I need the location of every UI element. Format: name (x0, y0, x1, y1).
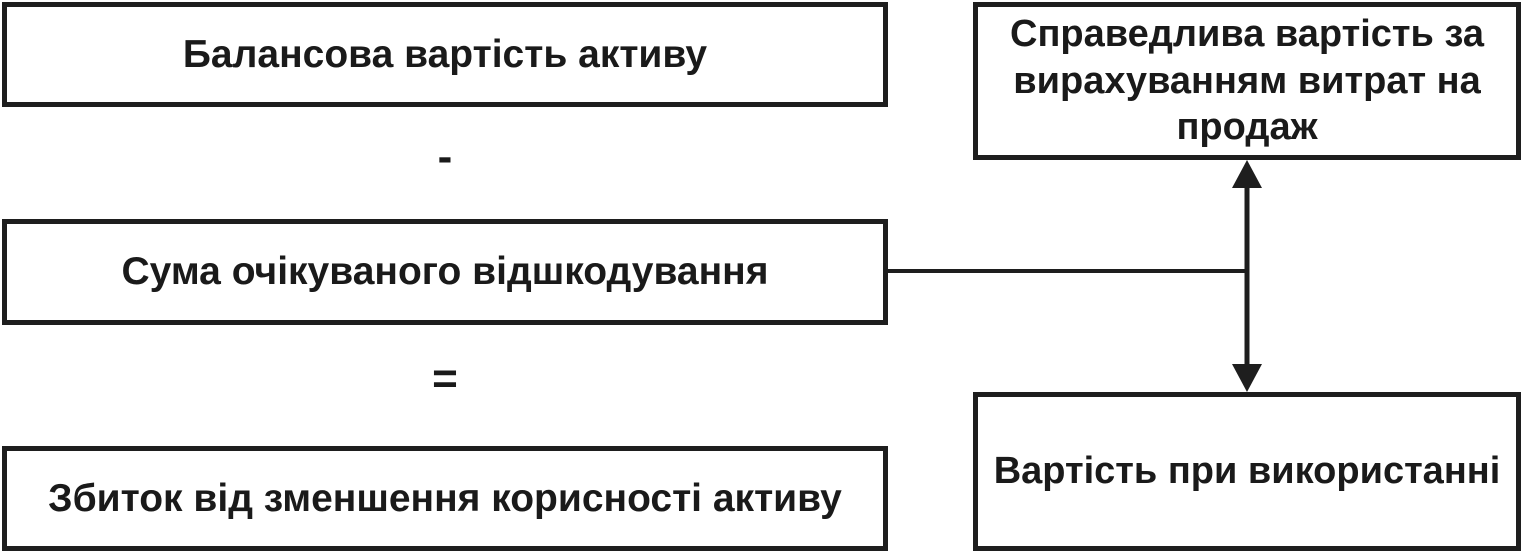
fair-value-label: Справедлива вартість за вирахуванням вит… (1010, 13, 1484, 149)
equals-operator: = (432, 354, 458, 403)
value-in-use-box: Вартість при використанні (973, 392, 1521, 551)
arrow-down-icon (1232, 364, 1262, 392)
fair-value-box: Справедлива вартість за вирахуванням вит… (973, 2, 1521, 160)
recoverable-amount-label: Сума очікуваного відшкодування (121, 250, 769, 294)
minus-operator: - (437, 132, 453, 181)
carrying-amount-label: Балансова вартість активу (182, 32, 708, 76)
value-in-use-label: Вартість при використанні (993, 450, 1501, 493)
impairment-loss-label: Збиток від зменшення корисності активу (48, 476, 842, 520)
arrow-up-icon (1232, 160, 1262, 188)
carrying-amount-box: Балансова вартість активу (2, 2, 888, 107)
recoverable-amount-box: Сума очікуваного відшкодування (2, 219, 888, 325)
impairment-loss-box: Збиток від зменшення корисності активу (2, 446, 888, 551)
